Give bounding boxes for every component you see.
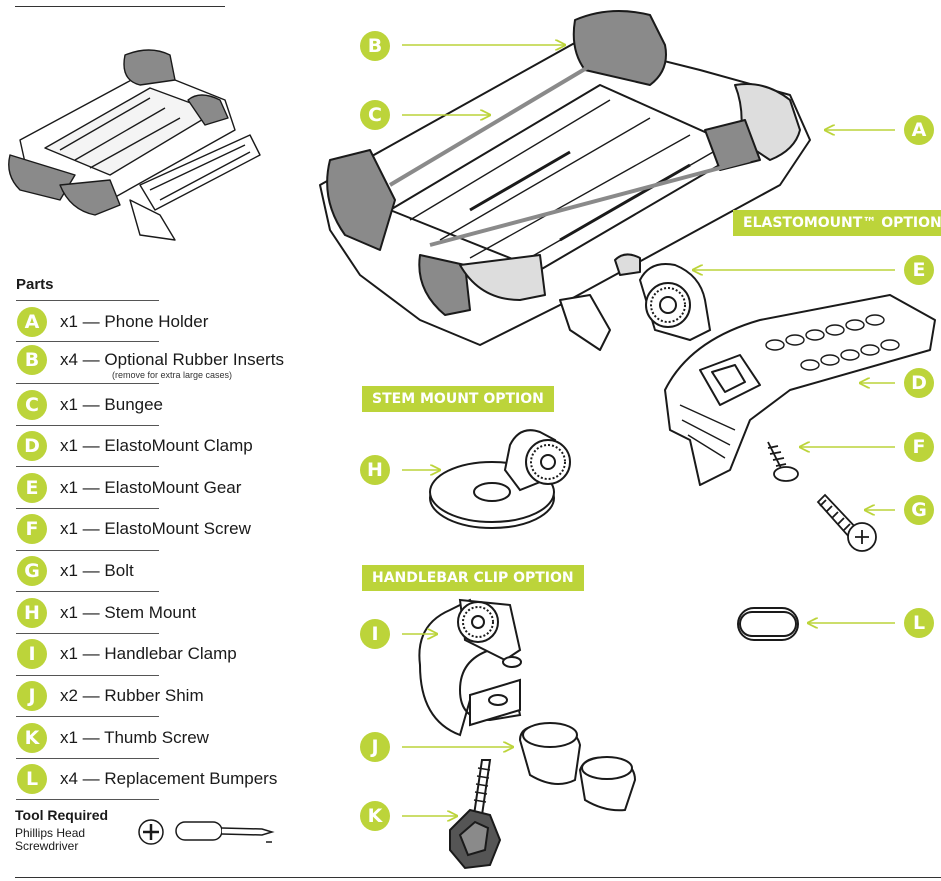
part-label: x1 — ElastoMount Gear bbox=[60, 478, 242, 497]
part-label: x1 — Stem Mount bbox=[60, 603, 197, 622]
callout-h: H bbox=[360, 455, 390, 485]
part-letter-badge: J bbox=[17, 681, 47, 711]
part-letter-badge: E bbox=[17, 473, 47, 503]
part-label: x1 — ElastoMount Screw bbox=[60, 519, 251, 538]
stem-mount-option-label: STEM MOUNT OPTION bbox=[362, 386, 554, 412]
stem-mount bbox=[429, 429, 571, 529]
part-letter-badge: K bbox=[17, 723, 47, 753]
parts-divider bbox=[16, 675, 159, 676]
callout-l: L bbox=[904, 608, 934, 638]
parts-divider bbox=[16, 591, 159, 592]
part-label: x2 — Rubber Shim bbox=[60, 686, 204, 705]
callout-e: E bbox=[904, 255, 934, 285]
callout-g: G bbox=[904, 495, 934, 525]
parts-divider bbox=[16, 300, 159, 301]
callout-a: A bbox=[904, 115, 934, 145]
part-label: x1 — Phone Holder bbox=[60, 312, 209, 331]
inserts-note: (remove for extra large cases) bbox=[112, 370, 233, 380]
callout-b: B bbox=[360, 31, 390, 61]
holder-thumbnail bbox=[8, 49, 261, 241]
part-letter-badge: H bbox=[17, 598, 47, 628]
callout-j: J bbox=[360, 732, 390, 762]
callout-k: K bbox=[360, 801, 390, 831]
top-rule bbox=[15, 6, 225, 7]
part-label: x4 — Replacement Bumpers bbox=[60, 769, 278, 788]
parts-divider bbox=[16, 466, 159, 467]
parts-divider bbox=[16, 716, 159, 717]
callout-f: F bbox=[904, 432, 934, 462]
part-label: x1 — Thumb Screw bbox=[60, 728, 209, 747]
rubber-shims bbox=[518, 722, 637, 812]
part-letter-badge: L bbox=[17, 764, 47, 794]
handlebar-clamp bbox=[418, 598, 522, 737]
parts-divider bbox=[16, 550, 159, 551]
part-label: x1 — Bungee bbox=[60, 395, 164, 414]
parts-divider bbox=[16, 341, 159, 342]
bottom-rule bbox=[15, 877, 941, 878]
thumb-screw bbox=[449, 759, 502, 870]
part-label: x4 — Optional Rubber Inserts bbox=[60, 350, 284, 369]
elastomount-screw bbox=[767, 441, 799, 482]
parts-divider bbox=[16, 758, 159, 759]
callout-d: D bbox=[904, 368, 934, 398]
part-letter-badge: C bbox=[17, 390, 47, 420]
part-letter-badge: I bbox=[17, 639, 47, 669]
callout-i: I bbox=[360, 619, 390, 649]
parts-divider bbox=[16, 633, 159, 634]
part-label: x1 — Handlebar Clamp bbox=[60, 644, 237, 663]
parts-divider bbox=[16, 508, 159, 509]
parts-divider bbox=[16, 799, 159, 800]
part-letter-badge: F bbox=[17, 514, 47, 544]
callout-c: C bbox=[360, 100, 390, 130]
part-label: x1 — ElastoMount Clamp bbox=[60, 436, 253, 455]
part-label: x1 — Bolt bbox=[60, 561, 134, 580]
replacement-bumper bbox=[737, 607, 799, 641]
elastomount-clamp bbox=[664, 294, 936, 486]
handlebar-clip-option-label: HANDLEBAR CLIP OPTION bbox=[362, 565, 584, 591]
part-letter-badge: A bbox=[17, 307, 47, 337]
screwdriver-icon bbox=[138, 819, 275, 845]
bolt bbox=[816, 493, 877, 552]
leader-arrows bbox=[402, 45, 895, 816]
elastomount-gear bbox=[638, 263, 712, 342]
tool-name-line1: Phillips Head bbox=[15, 826, 86, 840]
parts-divider bbox=[16, 383, 159, 384]
phone-holder-main bbox=[319, 10, 811, 351]
tool-name-line2: Screwdriver bbox=[15, 839, 79, 853]
parts-divider bbox=[16, 425, 159, 426]
part-letter-badge: D bbox=[17, 431, 47, 461]
part-letter-badge: B bbox=[17, 345, 47, 375]
parts-heading: Parts bbox=[16, 276, 54, 293]
elastomount-option-label: ELASTOMOUNT™ OPTION bbox=[733, 210, 941, 236]
tool-heading: Tool Required bbox=[15, 807, 109, 823]
part-letter-badge: G bbox=[17, 556, 47, 586]
